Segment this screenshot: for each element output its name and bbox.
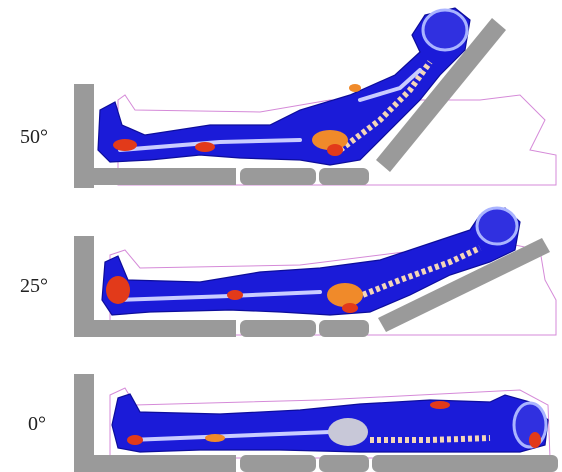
- panel-incline-25: 25°: [20, 208, 556, 337]
- hotspot-knee-50: [195, 142, 215, 152]
- bed-segment-thigh-25: [240, 320, 316, 337]
- bed-segment-thigh-0: [240, 455, 316, 472]
- hotspot-head-0: [529, 432, 541, 448]
- hotspot-heel-50: [113, 139, 137, 151]
- hotspot-heel-0: [127, 435, 143, 445]
- head-25: [477, 208, 517, 244]
- hotspot-back-0: [430, 401, 450, 409]
- bed-segment-foot-0: [74, 455, 236, 472]
- hotspot-sacrum-50: [327, 144, 343, 156]
- bed-segment-seat-0: [319, 455, 369, 472]
- panel-incline-0: 0°: [28, 374, 558, 472]
- angle-label-50: 50°: [20, 126, 48, 148]
- bed-segment-foot-50: [74, 168, 236, 185]
- angle-label-25: 25°: [20, 275, 48, 297]
- angle-label-0: 0°: [28, 413, 46, 435]
- hotspot-foot-25: [106, 276, 130, 304]
- hotspot-sacrum-25: [342, 303, 358, 313]
- hotspot-pelvis-25: [327, 283, 363, 307]
- pelvis-0: [328, 418, 368, 446]
- bed-segment-seat-50: [319, 168, 369, 185]
- panel-incline-50: 50°: [20, 8, 556, 188]
- bed-segment-back-0: [372, 455, 558, 472]
- hotspot-arm-50: [349, 84, 361, 92]
- body-model-0: [112, 394, 548, 452]
- head-50: [423, 10, 467, 50]
- hotspot-calf-0: [205, 434, 225, 442]
- hotspot-knee-25: [227, 290, 243, 300]
- bed-segment-thigh-50: [240, 168, 316, 185]
- bed-segment-foot-25: [74, 320, 236, 337]
- bed-segment-seat-25: [319, 320, 369, 337]
